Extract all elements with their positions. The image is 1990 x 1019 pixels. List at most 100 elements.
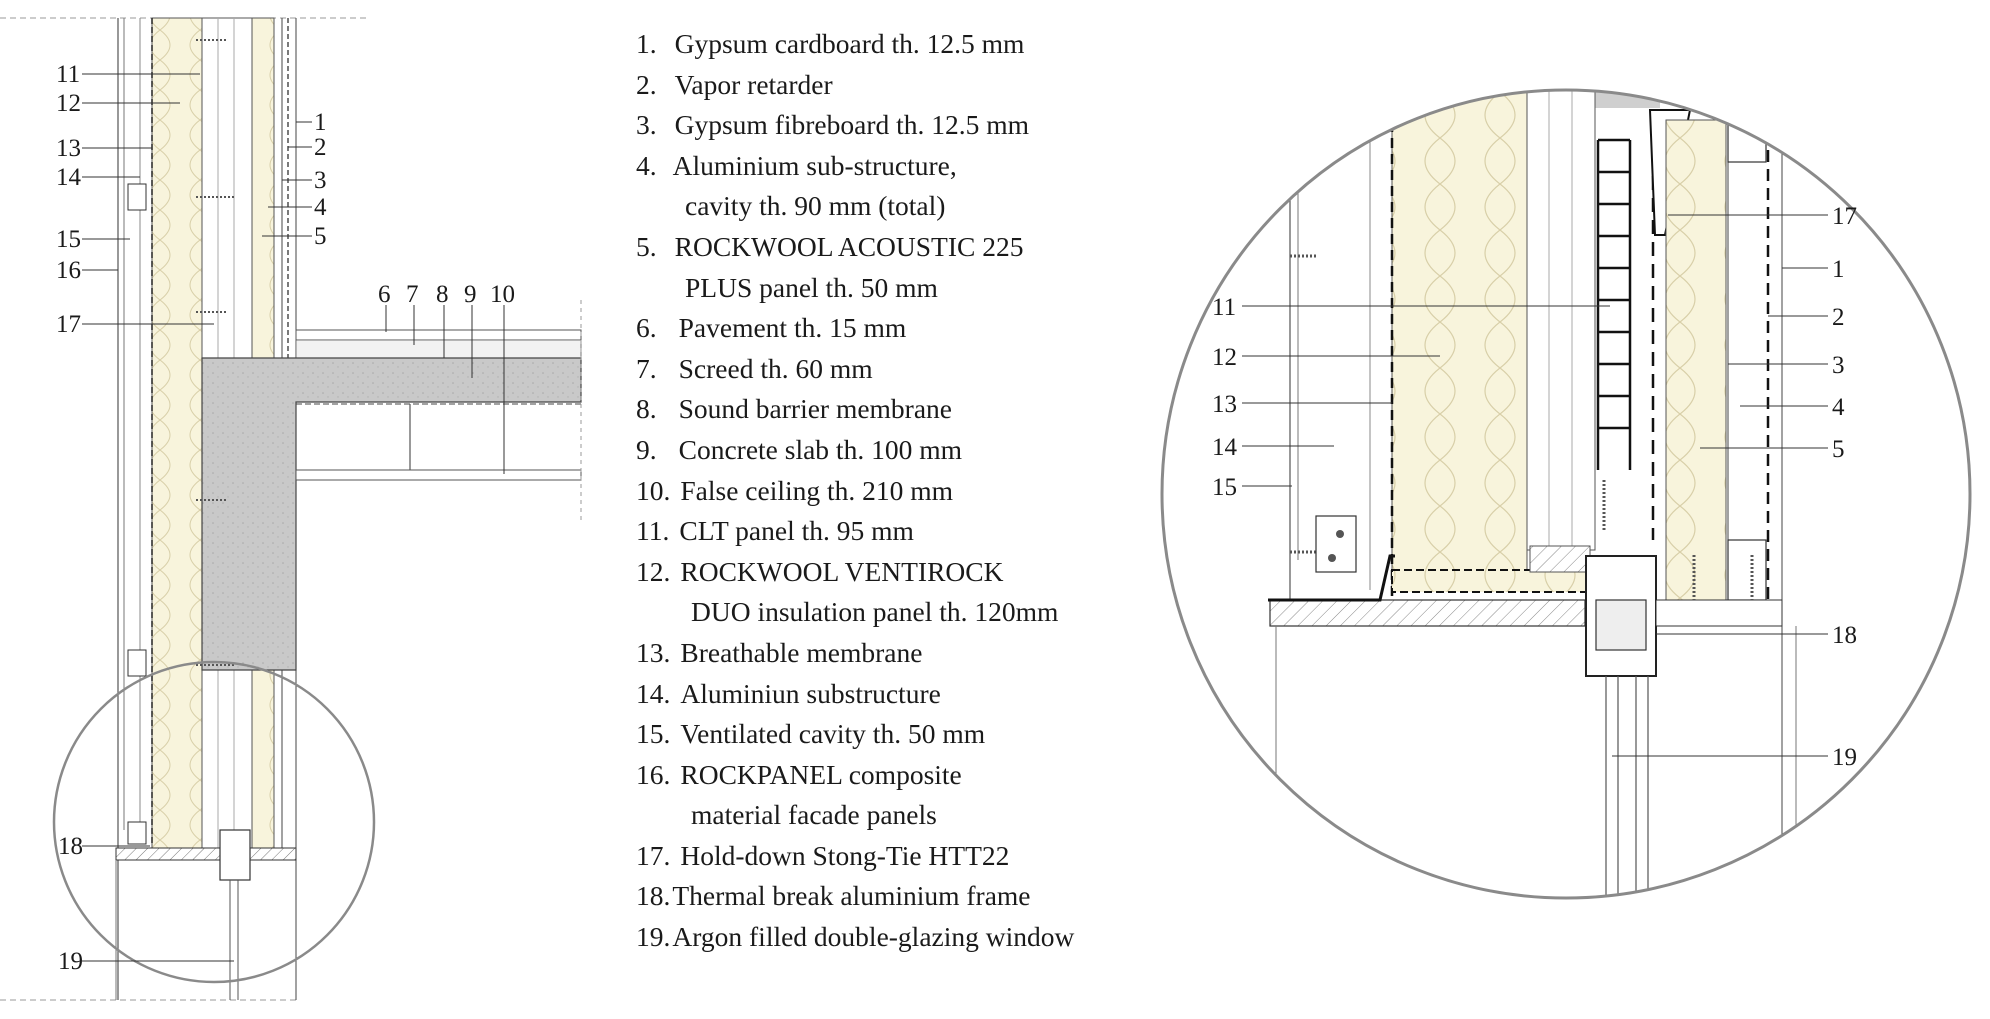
legend-item: 5. ROCKWOOL ACOUSTIC 225 [636, 227, 1196, 268]
false-ceiling [295, 469, 582, 481]
legend-item: 10.False ceiling th. 210 mm [636, 471, 1196, 512]
legend-item-number: 3. [636, 109, 657, 141]
detail-label-4: 4 [1832, 394, 1845, 421]
label-12: 12 [56, 90, 81, 117]
detail-ventirock [1391, 90, 1528, 591]
legend-item-text: Gypsum fibreboard th. 12.5 mm [674, 109, 1030, 141]
legend-item-number: 18. [636, 880, 671, 912]
legend-item-text: Screed th. 60 mm [678, 352, 873, 384]
label-13: 13 [56, 135, 81, 162]
label-10: 10 [490, 281, 515, 308]
label-15: 15 [56, 226, 81, 253]
legend-item: 11. CLT panel th. 95 mm [636, 511, 1196, 552]
legend-item-number: 14. [636, 677, 671, 709]
detail-right-leaders [1612, 214, 1828, 757]
detail-label-18: 18 [1832, 622, 1857, 649]
detail-label-11: 11 [1212, 294, 1236, 321]
label-17: 17 [56, 311, 81, 338]
legend-item-text: Pavement th. 15 mm [678, 312, 907, 344]
legend-item: material facade panels [636, 795, 1196, 836]
legend-item-text: Breathable membrane [680, 636, 923, 668]
legend-item-text: ROCKWOOL ACOUSTIC 225 [674, 230, 1024, 262]
legend-item: 18.Thermal break aluminium frame [636, 876, 1196, 917]
legend-item: DUO insulation panel th. 120mm [636, 592, 1196, 633]
detail-label-13: 13 [1212, 391, 1237, 418]
label-7: 7 [406, 281, 419, 308]
detail-acoustic [1665, 119, 1727, 601]
detail-label-15: 15 [1212, 474, 1237, 501]
legend-item-text: Aluminium sub-structure, [672, 149, 957, 181]
legend-item-text: Concrete slab th. 100 mm [678, 433, 962, 465]
legend-item: 19.Argon filled double-glazing window [636, 917, 1196, 958]
legend-item: 13. Breathable membrane [636, 633, 1196, 674]
legend-item-number: 11. [636, 515, 670, 547]
label-5: 5 [314, 223, 327, 250]
legend-item: 12.ROCKWOOL VENTIROCK [636, 552, 1196, 593]
detail-left-leaders [1242, 305, 1610, 487]
legend-item-text: ROCKWOOL VENTIROCK [680, 555, 1004, 587]
legend-item-text: ROCKPANEL composite [680, 758, 962, 790]
legend-item-number: 9. [636, 433, 657, 465]
legend-item: 16. ROCKPANEL composite [636, 755, 1196, 796]
legend-item-text: Argon filled double-glazing window [672, 921, 1075, 953]
detail-bottom-hatch [1529, 545, 1591, 573]
legend-item: 1.Gypsum cardboard th. 12.5 mm [636, 24, 1196, 65]
label-14: 14 [56, 164, 82, 191]
legend-item-text: PLUS panel th. 50 mm [685, 271, 938, 303]
legend-item-number: 19. [636, 921, 671, 953]
detail-label-5: 5 [1832, 436, 1845, 463]
legend-item: 15.Ventilated cavity th. 50 mm [636, 714, 1196, 755]
detail-bolt [1336, 530, 1344, 538]
detail-label-17: 17 [1832, 203, 1857, 230]
left-leaders [82, 73, 234, 962]
detail-label-14: 14 [1212, 434, 1238, 461]
legend-item-text: CLT panel th. 95 mm [679, 515, 914, 547]
window-frame [219, 829, 251, 881]
detail-bottom-insulation [1391, 569, 1588, 593]
bracket [127, 649, 147, 677]
detail-window-frame-inner [1595, 599, 1647, 651]
legend-item-text: Thermal break aluminium frame [672, 880, 1031, 912]
legend-item-number: 5. [636, 230, 657, 262]
label-6: 6 [378, 281, 391, 308]
bracket [127, 183, 147, 211]
legend-item-text: Vapor retarder [674, 68, 833, 100]
legend-item-number: 8. [636, 393, 657, 425]
wall-section-drawing: 11 12 13 14 15 16 17 18 19 1 2 3 4 5 6 7… [0, 17, 582, 1001]
label-8: 8 [436, 281, 449, 308]
legend-item: 17.Hold-down Stong-Tie HTT22 [636, 836, 1196, 877]
legend-item: PLUS panel th. 50 mm [636, 268, 1196, 309]
detail-bolt [1328, 554, 1336, 562]
legend-item-number: 17. [636, 839, 671, 871]
legend-item: 3. Gypsum fibreboard th. 12.5 mm [636, 105, 1196, 146]
label-1: 1 [314, 109, 327, 136]
label-11: 11 [56, 61, 80, 88]
legend-item-number: 15. [636, 718, 671, 750]
legend-item-text: Sound barrier membrane [678, 393, 953, 425]
detail-frame-right [1655, 599, 1783, 627]
detail-circle [1160, 88, 1972, 900]
detail-clt [1526, 90, 1596, 551]
detail-flashing [1268, 554, 1395, 602]
top-leaders [385, 305, 505, 474]
legend-item-number: 4. [636, 149, 657, 181]
detail-content [1268, 90, 1797, 898]
detail-label-19: 19 [1832, 744, 1857, 771]
ventirock-insulation [151, 17, 203, 849]
legend-item-number: 7. [636, 352, 657, 384]
detail-screws [1290, 254, 1754, 600]
detail-bracket [1727, 539, 1767, 601]
right-leaders [262, 121, 312, 237]
legend-item-number: 10. [636, 474, 671, 506]
detail-label-12: 12 [1212, 344, 1237, 371]
label-4: 4 [314, 194, 327, 221]
legend-item-number: 2. [636, 68, 657, 100]
legend-item-number: 16. [636, 758, 671, 790]
legend-item-text: DUO insulation panel th. 120mm [691, 596, 1059, 628]
legend-item-number: 13. [636, 636, 671, 668]
detail-callout-circle [52, 660, 376, 984]
legend-item: 2. Vapor retarder [636, 65, 1196, 106]
legend-item: 6.Pavement th. 15 mm [636, 308, 1196, 349]
